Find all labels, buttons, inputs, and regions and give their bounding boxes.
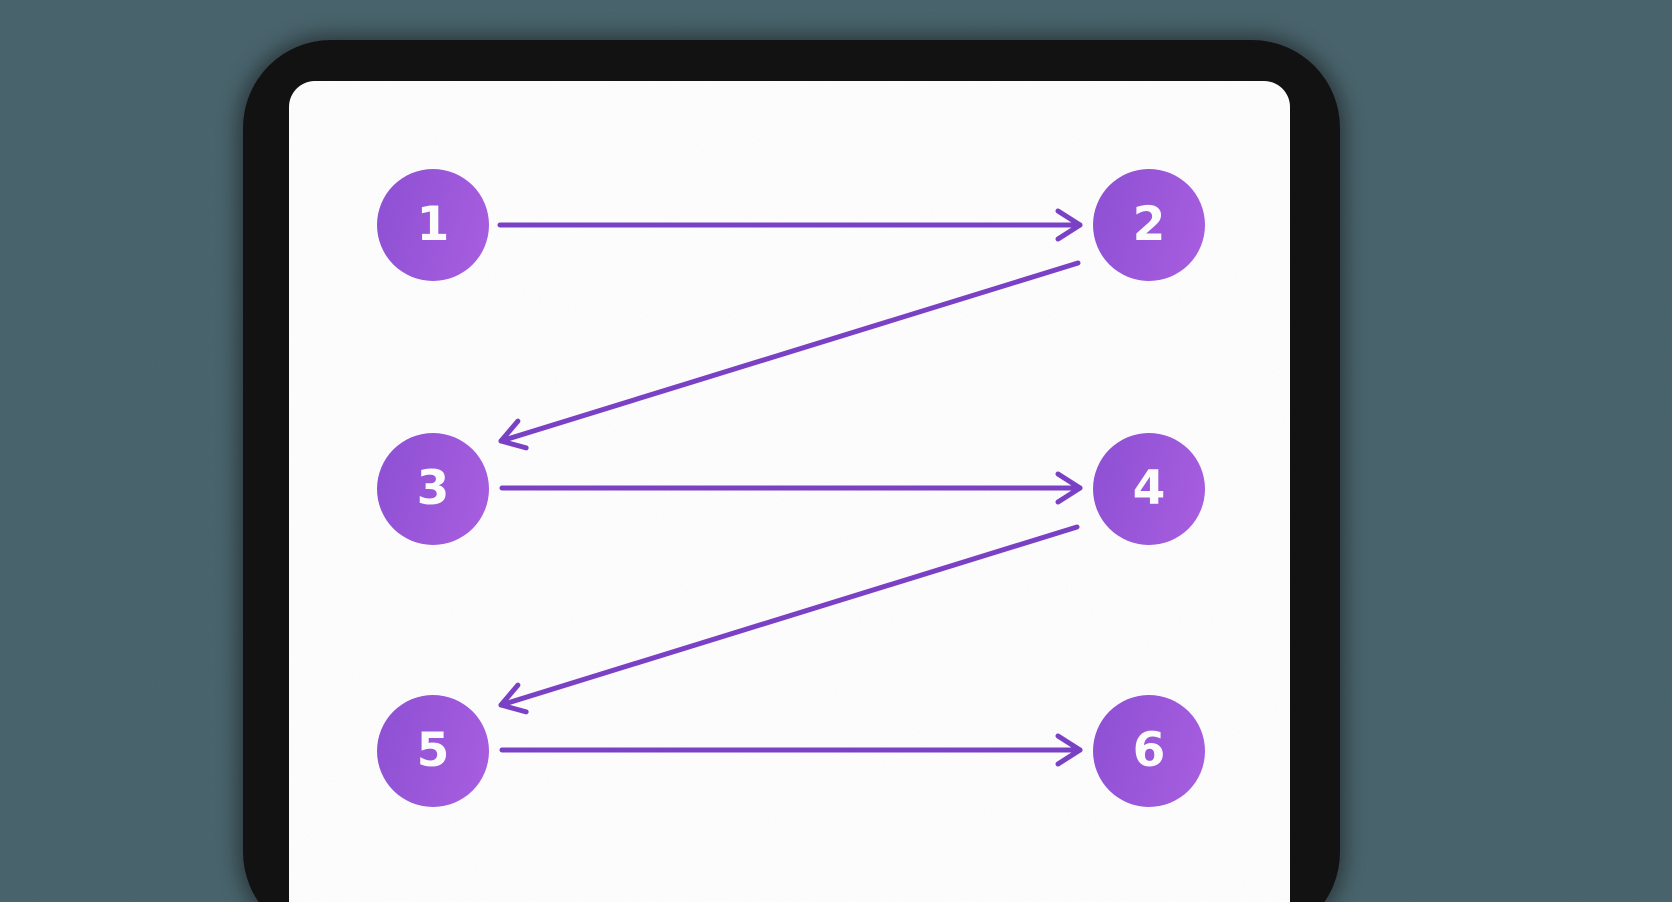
step-number: 5 (416, 722, 450, 778)
step-number: 1 (416, 196, 450, 252)
step-number: 3 (416, 460, 450, 516)
step-number: 4 (1132, 460, 1166, 516)
step-node-3: 3 (377, 433, 489, 545)
step-node-5: 5 (377, 695, 489, 807)
step-node-2: 2 (1093, 169, 1205, 281)
step-number: 6 (1132, 722, 1166, 778)
step-number: 2 (1132, 196, 1166, 252)
step-node-1: 1 (377, 169, 489, 281)
step-node-4: 4 (1093, 433, 1205, 545)
step-node-6: 6 (1093, 695, 1205, 807)
